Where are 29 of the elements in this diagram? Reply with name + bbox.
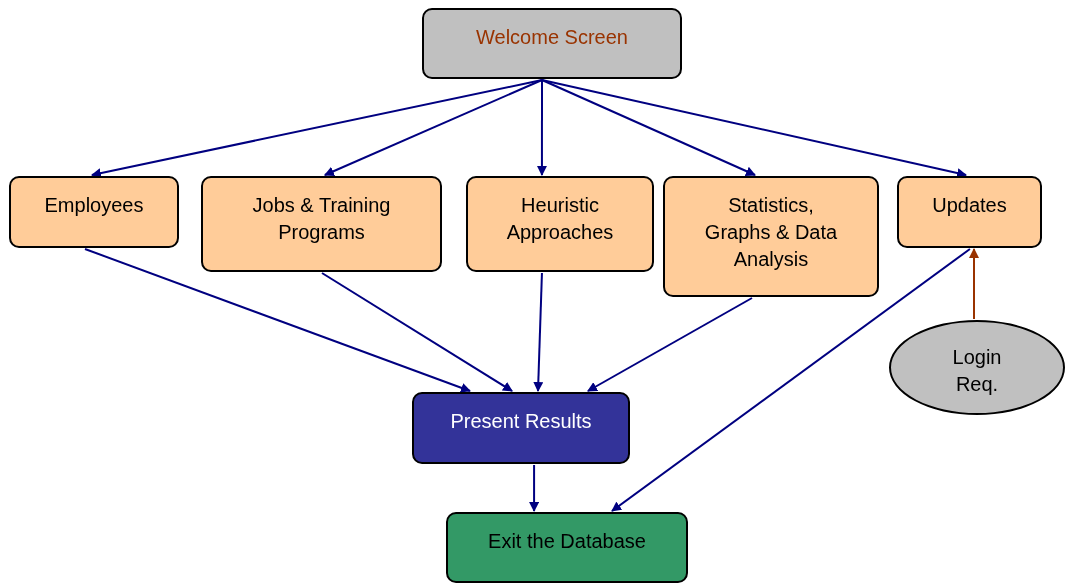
result-box <box>412 392 630 464</box>
node-label: Jobs & Training Programs <box>251 193 392 245</box>
node-label: Updates <box>932 193 1007 218</box>
arrow <box>541 79 756 176</box>
node-label: Exit the Database <box>488 529 646 554</box>
process-box <box>466 176 654 272</box>
arrow <box>541 79 967 178</box>
arrow <box>533 272 544 392</box>
arrow <box>536 79 547 176</box>
node-label: Heuristic Approaches <box>505 193 615 245</box>
node-label: Statistics, Graphs & Data Analysis <box>703 193 839 272</box>
start-box <box>422 8 682 79</box>
arrow <box>321 272 514 392</box>
node-label: Present Results <box>450 409 592 434</box>
arrow <box>90 79 543 179</box>
node-label: Welcome Screen <box>476 25 628 50</box>
arrow <box>586 297 753 392</box>
node-label: Login Req. <box>951 345 1003 397</box>
process-box <box>897 176 1042 248</box>
process-box <box>663 176 879 297</box>
process-box <box>9 176 179 248</box>
end-box <box>446 512 688 583</box>
arrow <box>529 464 540 512</box>
arrow <box>969 248 979 320</box>
arrow <box>84 248 471 393</box>
arrow <box>611 248 971 512</box>
process-box <box>201 176 442 272</box>
node-label: Employees <box>44 193 144 218</box>
arrow <box>323 79 543 176</box>
